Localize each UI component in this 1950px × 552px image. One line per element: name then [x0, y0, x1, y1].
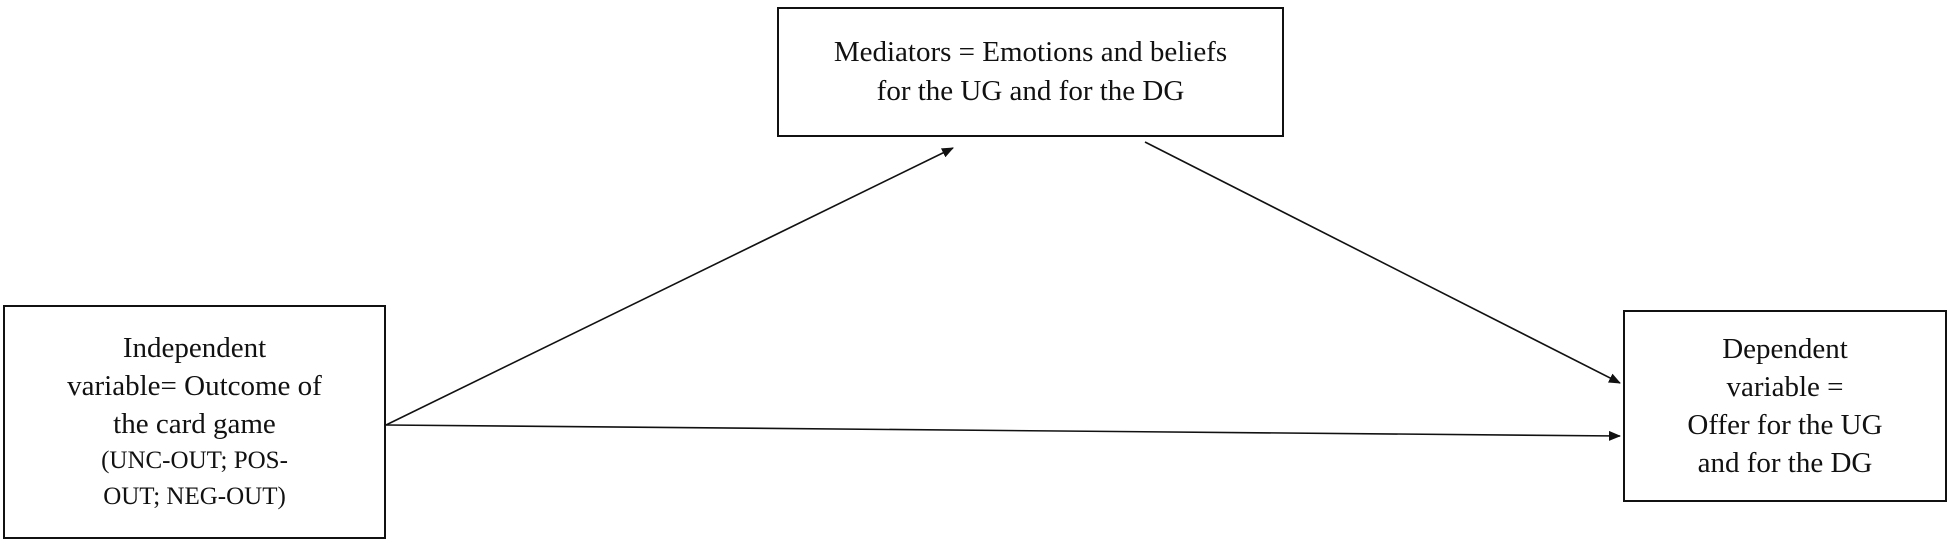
arrow-independent-to-mediators — [385, 147, 954, 426]
dependent-variable-box: Dependent variable = Offer for the UG an… — [1623, 310, 1947, 502]
arrow-mediators-to-dependent — [1144, 141, 1621, 384]
dependent-label-line-1: Dependent — [1722, 333, 1848, 365]
mediators-label-line-1: Mediators = Emotions and beliefs — [833, 36, 1228, 68]
independent-variable-box: Independent variable= Outcome of the car… — [3, 305, 386, 539]
mediators-box: Mediators = Emotions and beliefs for the… — [777, 7, 1284, 137]
independent-conditions-line-1: (UNC-OUT; POS- — [101, 447, 288, 474]
mediators-label-line-2: for the UG and for the DG — [876, 75, 1185, 107]
independent-label-line-3: the card game — [113, 408, 276, 440]
independent-label-line-2: variable= Outcome of — [67, 370, 322, 402]
independent-label-line-1: Independent — [122, 332, 267, 364]
dependent-label-line-4: and for the DG — [1697, 447, 1873, 479]
arrow-independent-to-dependent — [385, 424, 1621, 441]
independent-conditions-line-2: OUT; NEG-OUT) — [103, 483, 286, 510]
dependent-label-line-2: variable = — [1726, 371, 1844, 403]
dependent-label-line-3: Offer for the UG — [1687, 409, 1883, 441]
